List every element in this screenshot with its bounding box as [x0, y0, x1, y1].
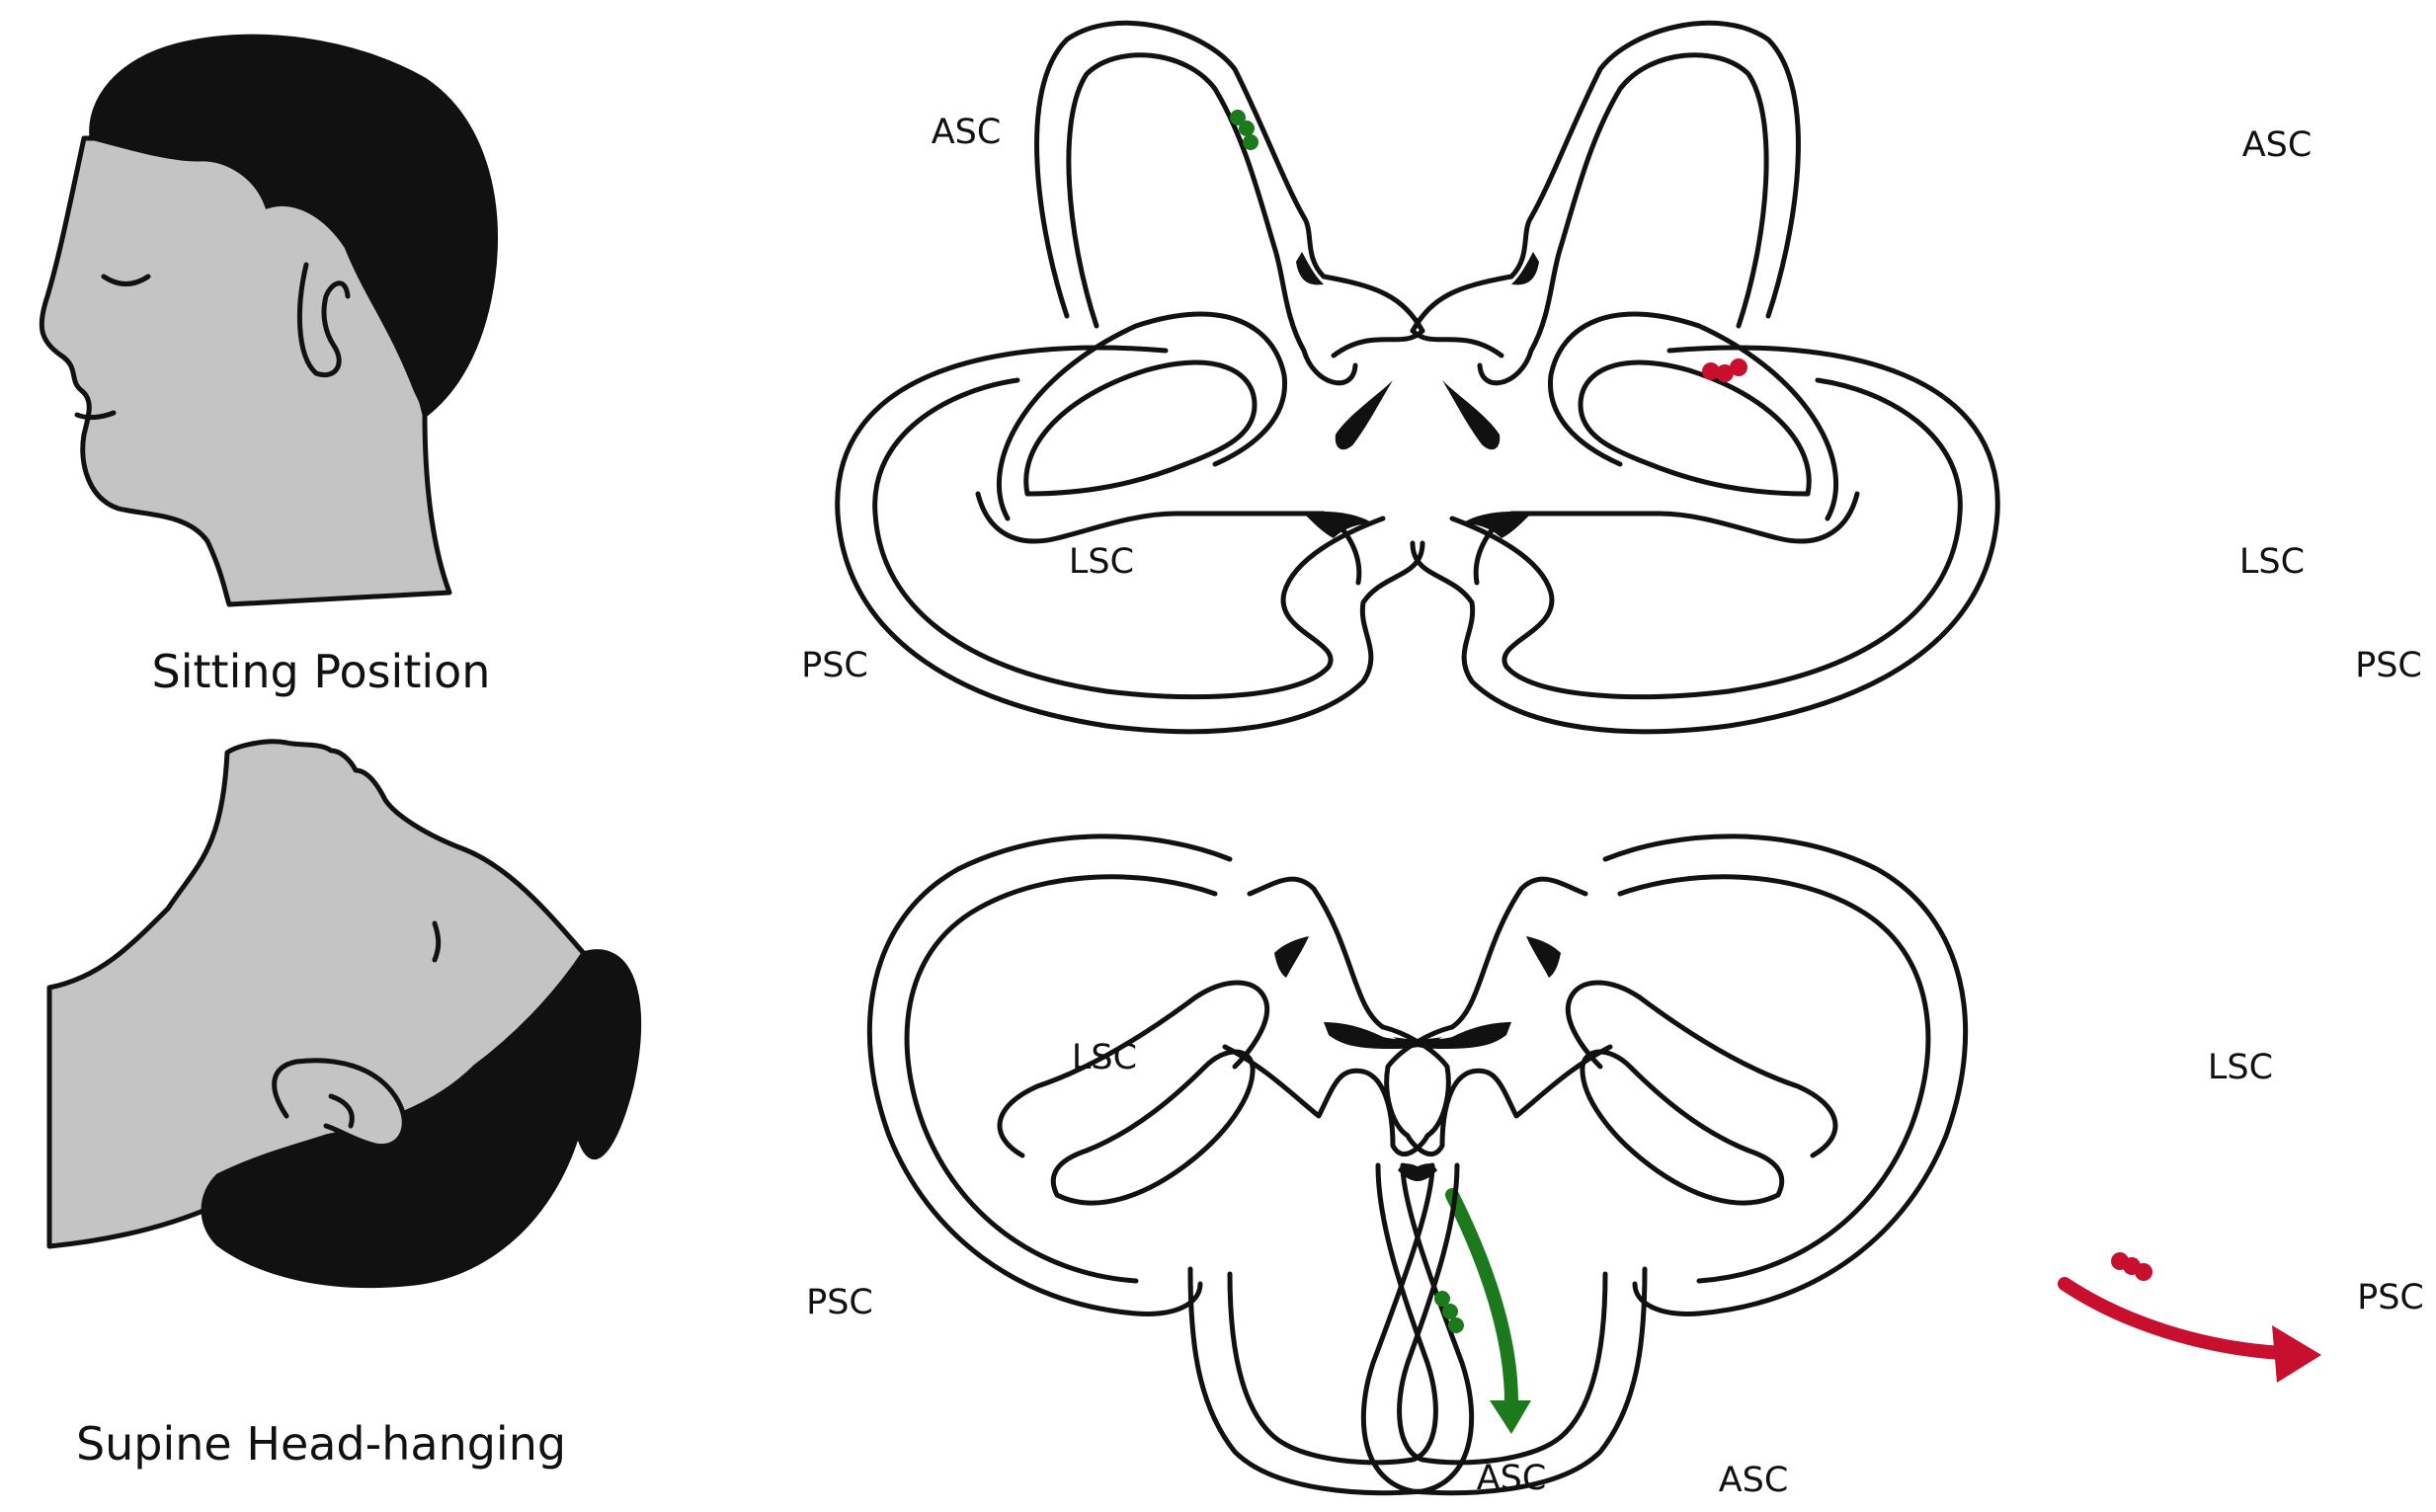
label-psc: PSC [806, 1283, 873, 1322]
asc-inner [1069, 55, 1355, 383]
label-lsc: LSC [1072, 1038, 1137, 1077]
movement-arrow [1452, 1195, 1531, 1434]
labyrinth-right-sitting [1413, 23, 1997, 731]
movement-arrow [2065, 1284, 2321, 1383]
otoconia-cluster [1702, 358, 1747, 382]
psc-inner [875, 380, 1383, 697]
supine-head-illustration [49, 742, 640, 1287]
label-lsc: LSC [2208, 1048, 2273, 1087]
otoconia-cluster [1434, 1291, 1464, 1333]
label-psc: PSC [2355, 646, 2422, 685]
label-lsc: LSC [1069, 542, 1134, 582]
psc-outer [869, 836, 1230, 1314]
otoconia-cluster [2111, 1252, 2152, 1281]
label-psc: PSC [801, 646, 868, 685]
vestibule [1225, 879, 1448, 1154]
lsc-outer [999, 314, 1284, 518]
label-asc: ASC [1719, 1461, 1789, 1500]
label-psc: PSC [2357, 1278, 2424, 1317]
label-lsc: LSC [2239, 542, 2305, 582]
ampulla-lsc [1336, 380, 1393, 449]
asc-inner [1230, 1165, 1435, 1463]
vestibule [978, 494, 1359, 583]
caption-supine-head-hanging: Supine Head-hanging [76, 1417, 566, 1471]
label-asc: ASC [2242, 125, 2313, 165]
lsc-inner [1026, 362, 1255, 494]
label-asc: ASC [932, 113, 1002, 152]
sitting-head-illustration [41, 36, 496, 604]
ampulla-psc [1274, 936, 1309, 978]
labyrinth-left-sitting [838, 23, 1422, 731]
asc-outer [1037, 23, 1422, 356]
caption-sitting-position: Sitting Position [152, 645, 491, 698]
